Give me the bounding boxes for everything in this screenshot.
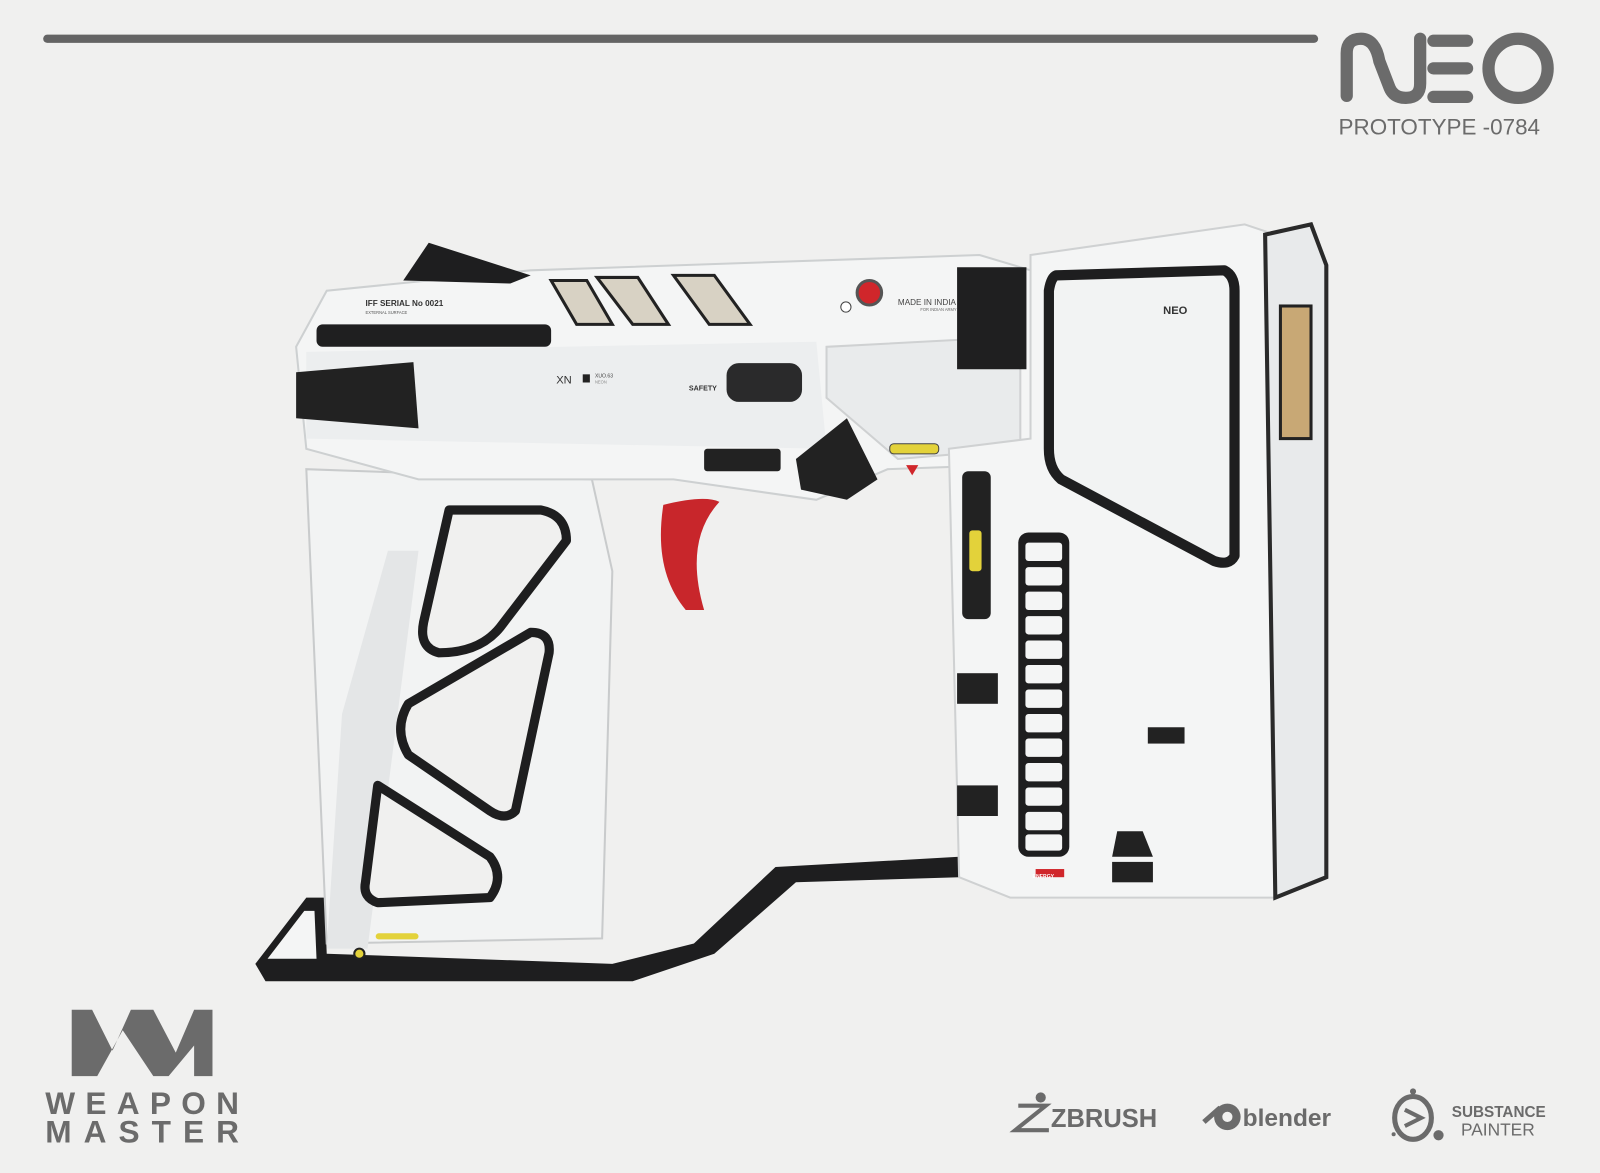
rear-sight (403, 242, 531, 284)
serial-marking: IFF SERIAL No 0021 (365, 299, 443, 308)
model-sub-marking: NEON (595, 380, 607, 385)
stock-panel (1043, 265, 1240, 568)
painter-label: PAINTER (1461, 1119, 1535, 1139)
safety-marking: SAFETY (689, 385, 717, 393)
model-marking: XN (556, 375, 572, 387)
blender-logo: blender (1202, 1103, 1332, 1132)
panel-logo-marking: NEO (1163, 305, 1188, 317)
substance-label: SUBSTANCE (1452, 1104, 1546, 1121)
grip-cutouts (360, 505, 572, 908)
substance-painter-logo: SUBSTANCE PAINTER (1391, 1088, 1546, 1142)
origin-sub-marking: FOR INDIAN ARMY (920, 307, 957, 312)
stock-rail (255, 856, 960, 982)
model-code-marking: XUO.63 (595, 373, 613, 379)
energy-marking: ENERGY (1033, 874, 1055, 880)
energy-cell-segments (1025, 542, 1063, 851)
origin-marking: MADE IN INDIA (898, 298, 957, 307)
blender-logo-icon (1202, 1103, 1241, 1131)
blender-label: blender (1243, 1105, 1332, 1132)
header-rule (43, 34, 1319, 43)
red-button (855, 278, 884, 307)
trigger (660, 498, 720, 610)
weapon-master-line1: WEAPON (45, 1085, 239, 1121)
weapon-master-logo: WEAPON MASTER (45, 1009, 239, 1149)
zbrush-logo-icon (1009, 1092, 1052, 1133)
zbrush-label: ZBRUSH (1051, 1105, 1157, 1133)
weapon-render: IFF SERIAL No 0021 EXTERNAL SURFACE XN X… (255, 222, 1329, 982)
prototype-label: PROTOTYPE -0784 (1339, 115, 1540, 140)
zbrush-logo: ZBRUSH (1009, 1092, 1157, 1133)
neo-logo (1340, 32, 1554, 105)
top-vents (548, 273, 754, 326)
muzzle-block (296, 362, 419, 429)
serial-sub-marking: EXTERNAL SURFACE (365, 310, 407, 315)
substance-painter-logo-icon (1391, 1088, 1444, 1142)
safety-switch (726, 363, 803, 402)
